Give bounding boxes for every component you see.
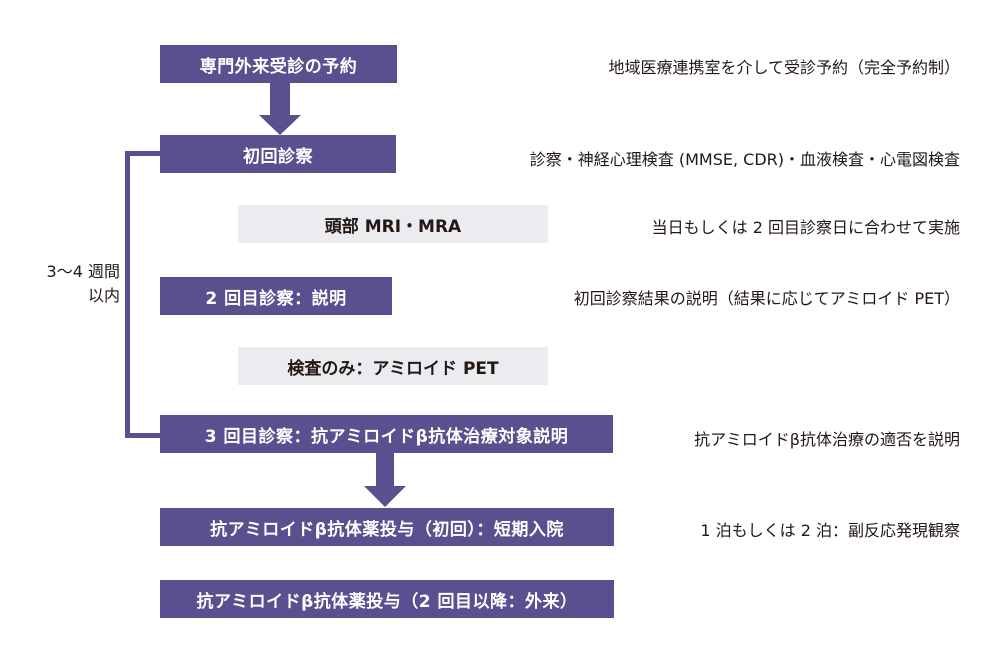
- down-arrow: [259, 83, 301, 135]
- note-first-dose: 1 泊もしくは 2 泊：副反応発現観察: [700, 521, 960, 540]
- note-first-visit: 診察・神経心理検査 (MMSE, CDR)・血液検査・心電図検査: [529, 150, 960, 169]
- duration-label: 3～4 週間以内: [20, 260, 120, 308]
- bracket-bottom: [125, 433, 160, 438]
- step-first-dose: 抗アミロイドβ抗体薬投与（初回）：短期入院: [160, 508, 614, 546]
- note-third-visit: 抗アミロイドβ抗体治療の適否を説明: [694, 430, 960, 449]
- step-first-visit: 初回診察: [160, 135, 396, 173]
- step-amyloid-pet: 検査のみ：アミロイド PET: [238, 347, 548, 385]
- step-third-visit: 3 回目診察：抗アミロイドβ抗体治療対象説明: [160, 415, 613, 453]
- duration-line2: 以内: [87, 286, 120, 305]
- step-mri: 頭部 MRI・MRA: [238, 205, 548, 243]
- step-outpatient-dose: 抗アミロイドβ抗体薬投与（2 回目以降：外来）: [160, 580, 614, 618]
- duration-line1: 3～4 週間: [46, 262, 120, 281]
- note-second-visit: 初回診察結果の説明（結果に応じてアミロイド PET）: [573, 289, 960, 308]
- bracket-top: [125, 151, 160, 156]
- bracket-line: [125, 151, 130, 438]
- step-second-visit: 2 回目診察：説明: [160, 277, 392, 315]
- note-mri: 当日もしくは 2 回目診察日に合わせて実施: [651, 218, 960, 237]
- step-reservation: 専門外来受診の予約: [160, 45, 397, 83]
- note-reservation: 地域医療連携室を介して受診予約（完全予約制）: [608, 58, 960, 77]
- down-arrow: [364, 452, 406, 507]
